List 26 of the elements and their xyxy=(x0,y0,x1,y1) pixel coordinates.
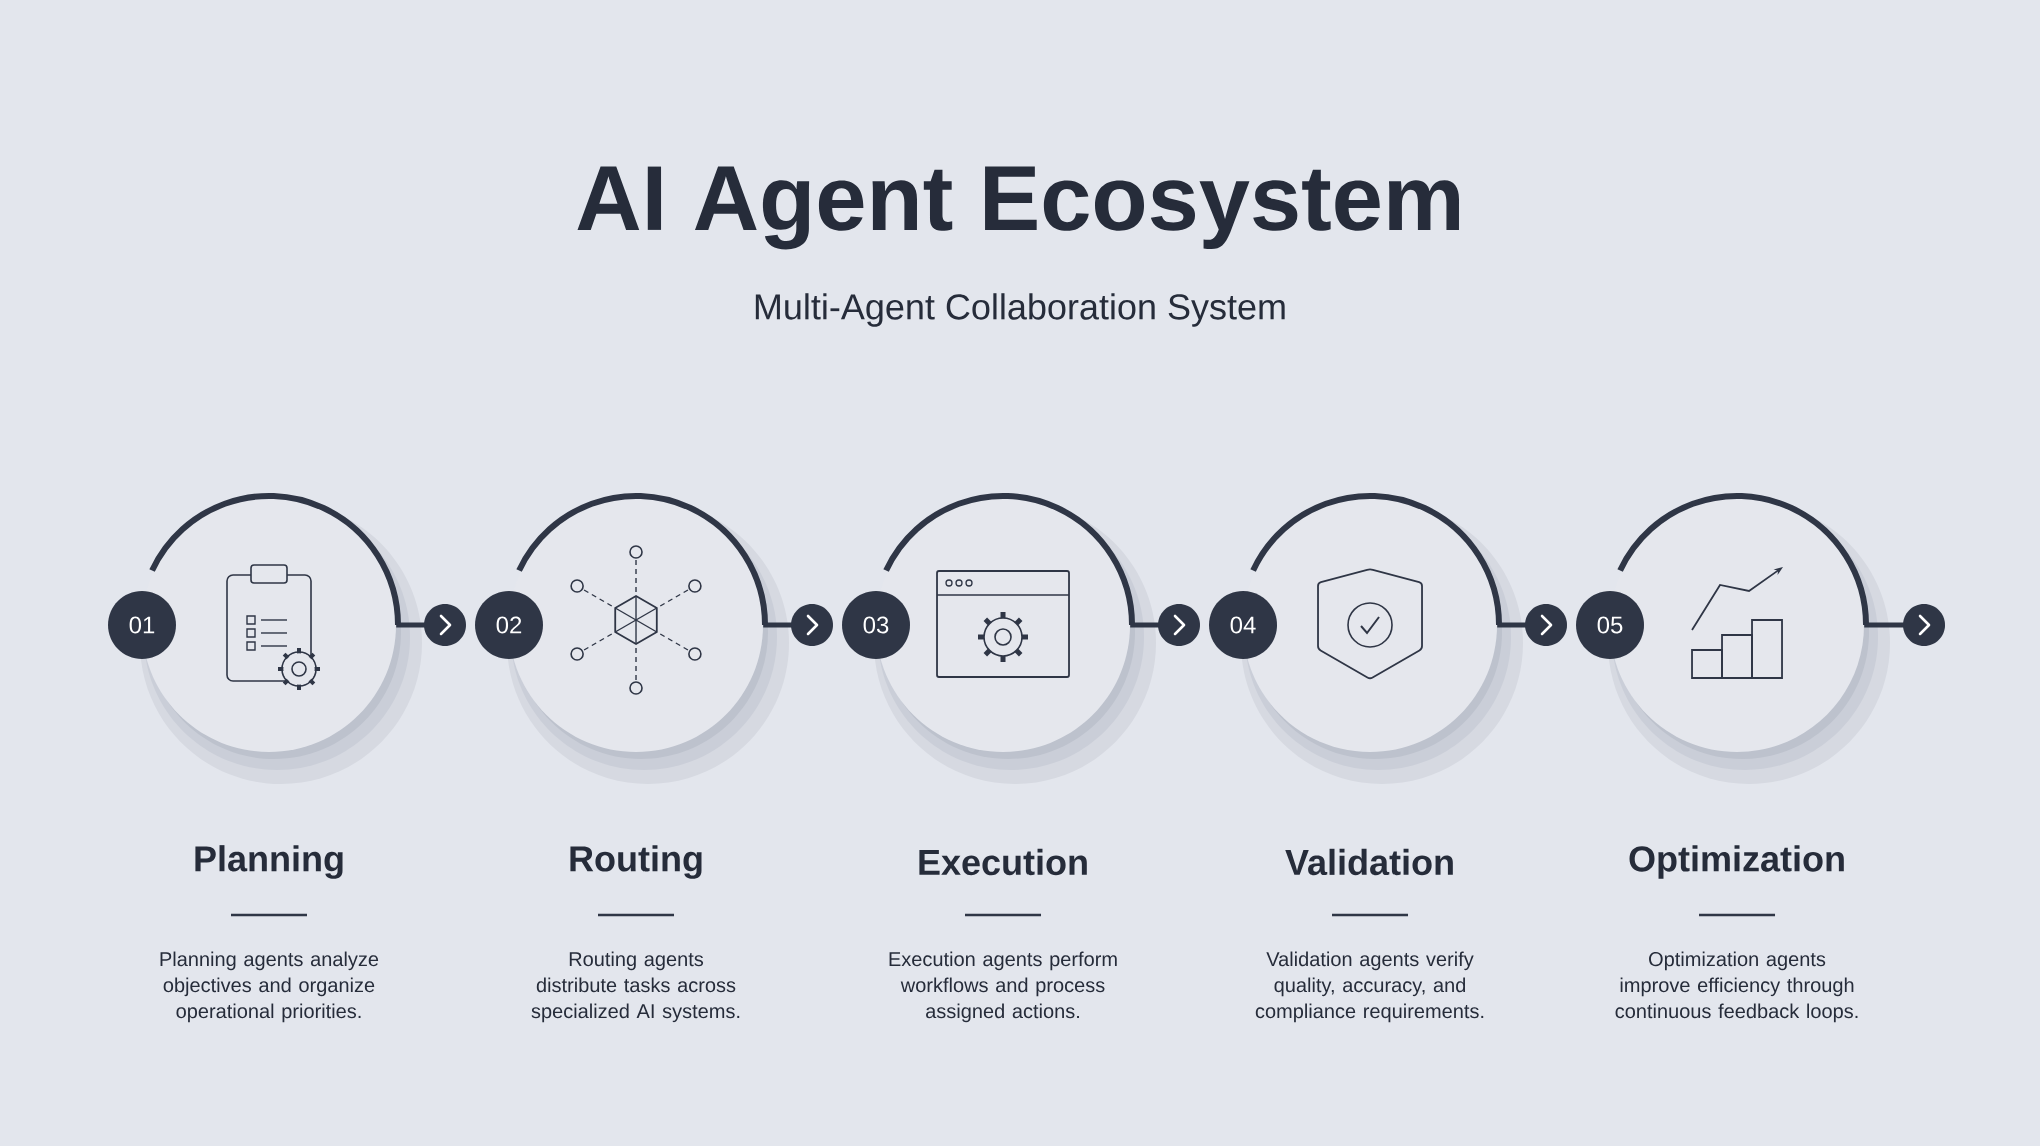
step-title: Validation xyxy=(1285,848,1453,876)
step-circle xyxy=(475,493,789,784)
step-circle xyxy=(842,493,1156,784)
step-circle xyxy=(108,493,422,784)
step-title: Planning xyxy=(195,845,343,879)
step-description: Optimization agents improve efficiency through continuous feedback loops. xyxy=(1615,951,1858,1023)
arrow xyxy=(763,604,833,646)
step-description: Execution agents perform workflows and process assigned actions. xyxy=(889,951,1117,1023)
number-badge: 05 xyxy=(1576,591,1644,659)
arrow xyxy=(1497,604,1567,646)
step-title: Optimization xyxy=(1629,845,1844,879)
number-badge: 02 xyxy=(475,591,543,659)
step-title: Execution xyxy=(919,848,1087,876)
arrow xyxy=(1130,604,1200,646)
subtitle: Multi-Agent Collaboration System xyxy=(755,293,1285,327)
arrow xyxy=(396,604,466,646)
step-description: Planning agents analyze objectives and organize operational priorities. xyxy=(160,951,379,1023)
step-circle xyxy=(1209,493,1523,784)
step-circle xyxy=(1576,493,1890,784)
number-badge: 04 xyxy=(1209,591,1277,659)
step-description: Routing agents distribute tasks across specialized AI systems. xyxy=(531,951,740,1023)
step-description: Validation agents verify quality, accuracy, and compliance requirements. xyxy=(1255,951,1484,1023)
step-title: Routing xyxy=(570,845,702,879)
title: AI Agent Ecosystem xyxy=(577,166,1459,250)
number-badge: 01 xyxy=(108,591,176,659)
number-badge: 03 xyxy=(842,591,910,659)
